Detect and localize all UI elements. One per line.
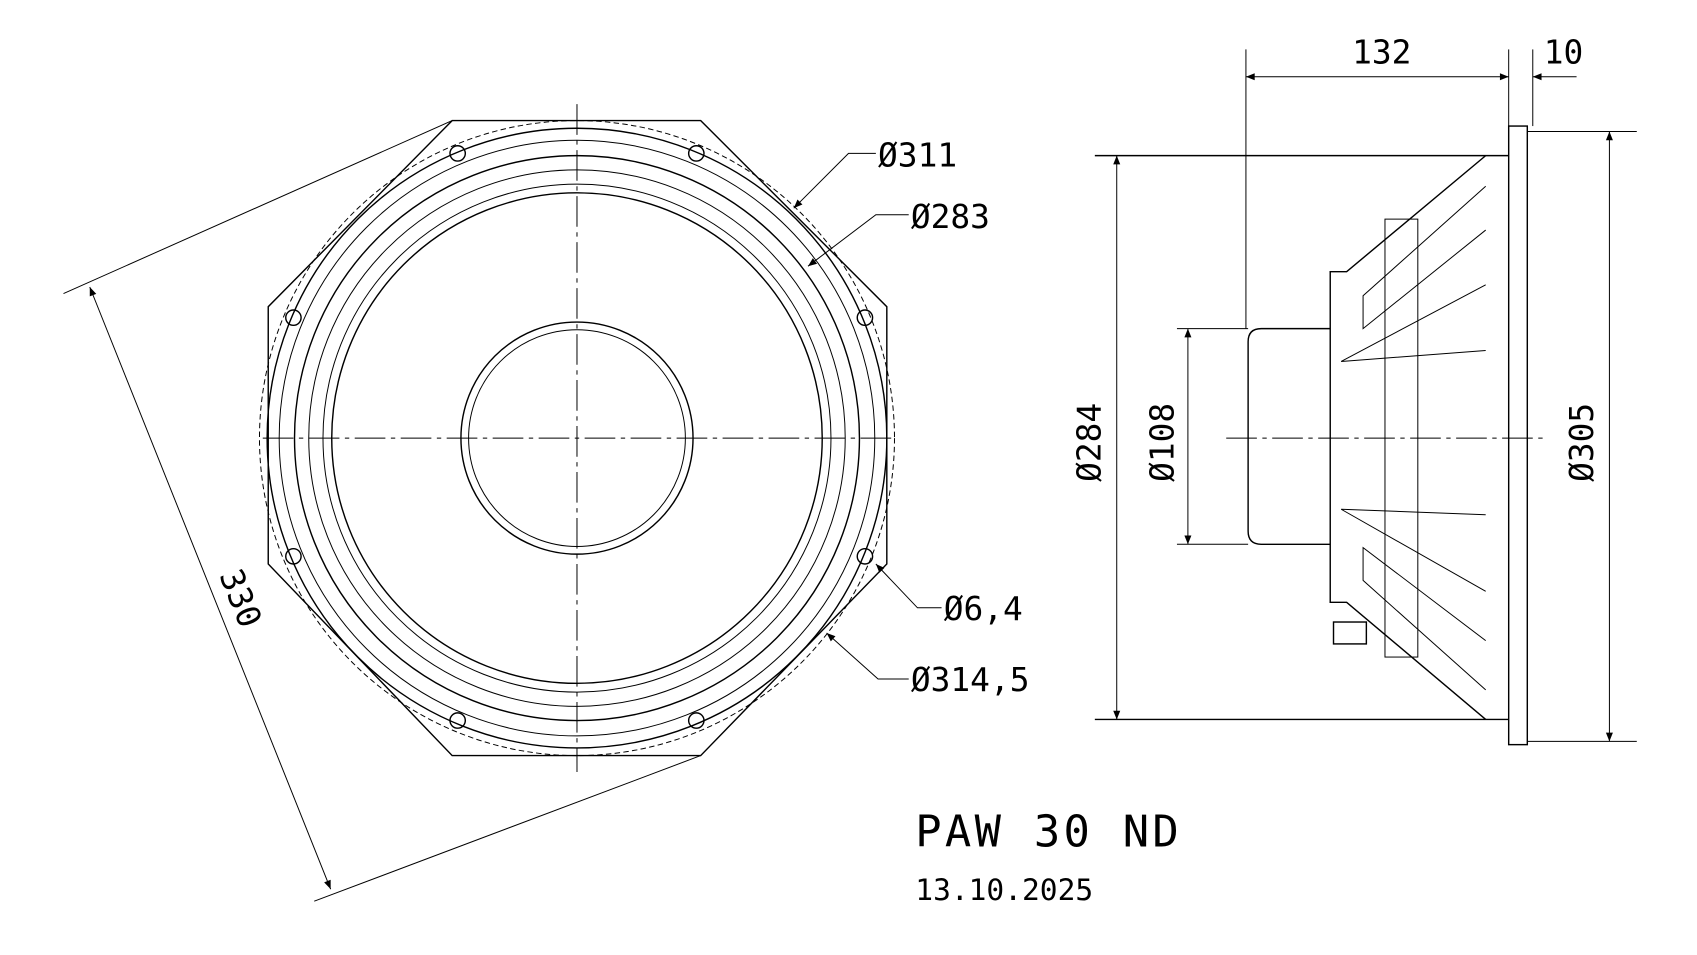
basket-diameter-label: Ø284 — [1070, 403, 1108, 482]
magnet-diameter-label: Ø108 — [1144, 403, 1182, 482]
terminal — [1332, 621, 1368, 645]
depth-label: 132 — [1352, 34, 1411, 72]
model-title: PAW 30 ND — [915, 806, 1182, 857]
flange-thickness-label: 10 — [1544, 34, 1584, 72]
basket — [1329, 155, 1487, 721]
side-view: 132 10 Ø284 Ø108 Ø305 — [1070, 34, 1637, 746]
flange — [1507, 125, 1529, 746]
outer-diameter-label: Ø311 — [878, 137, 957, 175]
cone-diameter-label: Ø283 — [911, 198, 990, 236]
bolt-circle-label: Ø314,5 — [911, 661, 1030, 699]
drawing-date: 13.10.2025 — [915, 873, 1093, 907]
flange-width-label: 330 — [212, 564, 269, 633]
hole-diameter-label: Ø6,4 — [944, 590, 1023, 628]
magnet — [1247, 327, 1331, 545]
flange-diameter-label: Ø305 — [1563, 403, 1601, 482]
outer-diameter-circle — [258, 120, 895, 757]
mounting-holes — [285, 145, 874, 729]
front-view: 330 Ø311 Ø283 Ø6,4 Ø314,5 — [63, 104, 1030, 902]
